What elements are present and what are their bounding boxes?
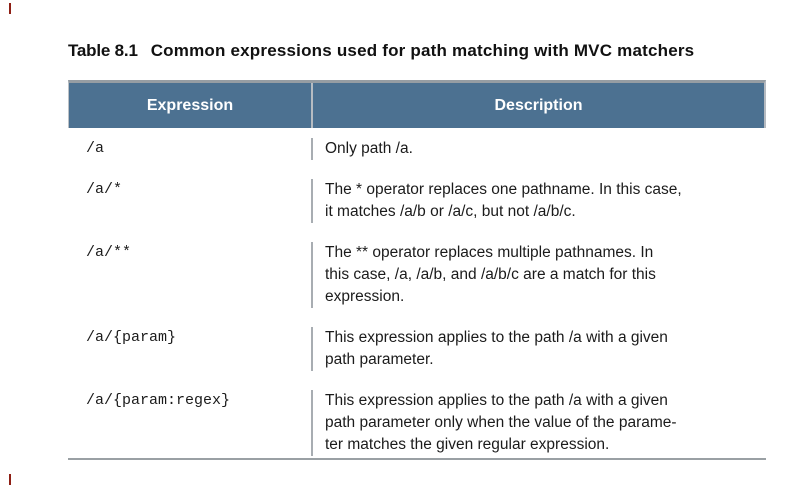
description-cell: Only path /a. bbox=[325, 140, 413, 157]
description-cell: This expression applies to the path /a w… bbox=[325, 392, 677, 453]
expression-cell: /a/{param:regex} bbox=[68, 390, 313, 456]
page-edge-mark-bottom bbox=[9, 474, 11, 485]
column-header-expression: Expression bbox=[69, 83, 313, 128]
table-title: Common expressions used for path matchin… bbox=[150, 41, 695, 60]
table-row: /a/** The ** operator replaces multiple … bbox=[68, 232, 766, 317]
description-cell: This expression applies to the path /a w… bbox=[325, 329, 668, 368]
table-body: /a Only path /a. /a/* The * operator rep… bbox=[68, 128, 766, 460]
table-row: /a Only path /a. bbox=[68, 128, 766, 169]
table-number: Table 8.1 bbox=[68, 41, 138, 60]
table-row: /a/* The * operator replaces one pathnam… bbox=[68, 169, 766, 232]
description-cell: The * operator replaces one pathname. In… bbox=[325, 181, 682, 220]
column-header-description: Description bbox=[494, 96, 583, 114]
expression-cell: /a/** bbox=[68, 242, 313, 308]
expressions-table: Expression Description /a Only path /a. … bbox=[68, 80, 766, 460]
expression-cell: /a/* bbox=[68, 179, 313, 223]
description-cell: The ** operator replaces multiple pathna… bbox=[325, 244, 656, 305]
expression-cell: /a bbox=[68, 138, 313, 160]
table-header-row: Expression Description bbox=[68, 80, 766, 128]
table-caption: Table 8.1 Common expressions used for pa… bbox=[68, 41, 694, 61]
expression-cell: /a/{param} bbox=[68, 327, 313, 371]
page-edge-mark-top bbox=[9, 3, 11, 14]
table-row: /a/{param:regex} This expression applies… bbox=[68, 380, 766, 458]
table-row: /a/{param} This expression applies to th… bbox=[68, 317, 766, 380]
